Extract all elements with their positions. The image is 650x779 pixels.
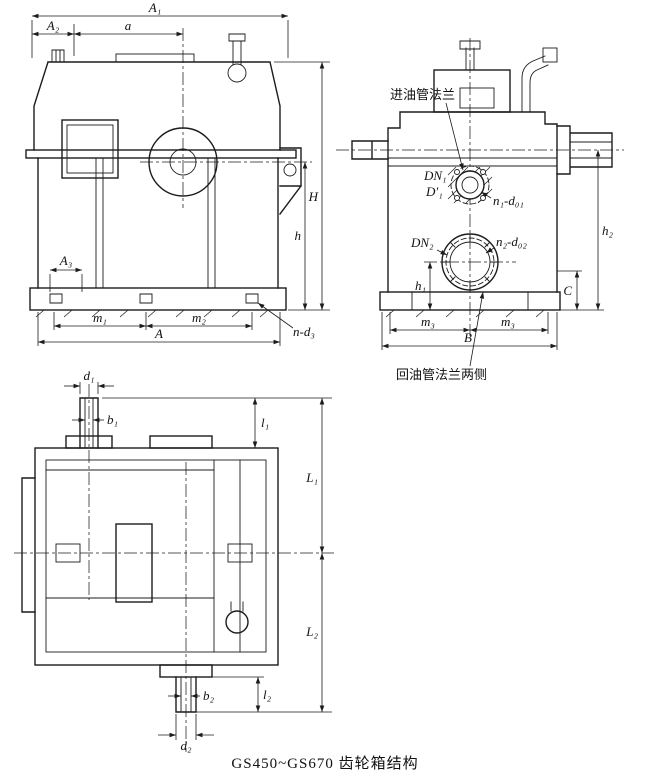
dim-label-l1: l₁ [261, 415, 269, 430]
side-view: 进油管法兰 DN₁ D′₁ n₁-d₀₁ DN₂ n₂-d₀₂ h₁ h₂ C … [336, 38, 624, 383]
inspection-cover [61, 119, 119, 179]
bearing-cover-right [227, 543, 253, 563]
dim-label-D1-prime: D′₁ [425, 184, 443, 199]
dim-top-ext [102, 397, 332, 713]
front-foot-bolt-slots [49, 293, 259, 304]
ground-hatch-side [385, 309, 545, 318]
output-shaft-inner [569, 141, 613, 159]
dim-bottom-ext [37, 312, 281, 346]
dim-label-h2: h₂ [602, 223, 614, 238]
top-body-inner-wall [45, 459, 267, 653]
side-body-outline [387, 111, 558, 293]
bearing-cover-left [55, 543, 81, 563]
side-base [379, 291, 561, 311]
dim-label-n2-d02: n₂-d₀₂ [496, 234, 527, 249]
dn2-bore [449, 241, 491, 283]
internal-gear-lines [45, 459, 241, 653]
leader-n2-d02 [485, 247, 495, 254]
oil-pipe-fitting [542, 47, 558, 63]
label-oil-inlet-flange: 进油管法兰 [390, 88, 455, 103]
front-cover-outline [33, 61, 281, 151]
leader-DN2 [436, 249, 448, 256]
front-cover-raised-boss [115, 53, 195, 63]
ear-hole [283, 163, 297, 177]
top-view: d₁ b₁ l₁ L₁ L₂ l₂ b₂ d₂ [14, 368, 334, 753]
leader-n-d3 [257, 302, 294, 329]
dim-label-DN1: DN₁ [423, 168, 447, 183]
front-case-ribs [95, 157, 216, 289]
output-shaft-boss [159, 664, 213, 678]
dim-label-L1: L₁ [305, 470, 318, 485]
dim-label-A: A [154, 326, 163, 341]
dim-label-d2: d₂ [180, 738, 192, 753]
dim-label-H: H [308, 189, 319, 204]
oil-plug-stem [230, 601, 244, 612]
dim-label-m3-right: m₃ [501, 314, 515, 329]
dn2-flange-outer [441, 233, 499, 291]
oil-pipe [521, 55, 549, 113]
dim-label-a: a [125, 18, 132, 33]
dim-label-b2: b₂ [203, 688, 215, 703]
dim-label-A3: A₃ [59, 253, 72, 268]
input-shaft-top [79, 397, 99, 449]
dn2-bolt-ticks [442, 234, 498, 290]
dim-label-m1: m₁ [93, 310, 107, 325]
top-cover-boss [149, 435, 213, 449]
dim-label-m2: m₂ [192, 310, 206, 325]
inspection-cover-inner [66, 124, 114, 174]
dim-label-B: B [464, 330, 472, 345]
input-shaft-side [351, 140, 389, 160]
front-base [29, 287, 287, 311]
dim-label-C: C [563, 283, 572, 298]
dim-label-h: h [295, 228, 302, 243]
dn1-pipe-bore [461, 176, 479, 194]
dim-label-h1: h₁ [415, 278, 426, 293]
leader-oil-return [469, 291, 485, 367]
breather-pipe [459, 40, 481, 71]
side-flange-band [387, 157, 558, 167]
dn1-bolt-holes [454, 169, 486, 201]
leader-oil-inlet [445, 102, 464, 171]
front-parting-flange [25, 149, 297, 159]
dim-ext-lines-top [31, 20, 289, 58]
drawing-caption: GS450~GS670 齿轮箱结构 [231, 755, 418, 772]
oil-plug-boss [225, 610, 249, 634]
dim-bottom-ext-side [381, 312, 558, 350]
dn1-flange-bore [455, 170, 485, 200]
dim-label-l2: l₂ [263, 687, 272, 702]
label-oil-return-flange: 回油管法兰两侧 [396, 368, 487, 383]
dim-label-n-d3: n-d₃ [293, 324, 315, 339]
center-window [115, 523, 153, 603]
side-ear-bracket [279, 147, 302, 215]
dim-label-A2: A₂ [46, 18, 60, 33]
input-shaft-keyway [84, 397, 94, 449]
eyebolt-ring [227, 63, 247, 83]
dim-label-n1-d01: n₁-d₀₁ [493, 193, 524, 208]
top-housing-window [459, 87, 495, 109]
front-case-sides [37, 157, 279, 289]
dim-label-m3-left: m₃ [421, 314, 435, 329]
dim-label-L2: L₂ [305, 624, 318, 639]
cover-bolt [51, 49, 65, 63]
leader-n1-d01 [480, 191, 492, 199]
ground-hatch-front [35, 309, 269, 318]
dim-label-DN2: DN₂ [410, 235, 434, 250]
dn1-bolt-circle [450, 165, 490, 205]
dim-label-b1: b₁ [107, 412, 118, 427]
lifting-eyebolt [228, 33, 246, 65]
dim-label-d1: d₁ [83, 368, 94, 383]
left-bearing-band [21, 477, 36, 613]
dim-A3-ext [49, 274, 83, 292]
dim-label-A1: A₁ [148, 0, 161, 15]
front-view: A₁ A₂ a A₃ m₁ m₂ A n-d₃ H h [25, 0, 330, 346]
side-foot-lines [411, 291, 529, 311]
top-body-outline [34, 447, 279, 666]
output-shaft-side [556, 125, 613, 175]
